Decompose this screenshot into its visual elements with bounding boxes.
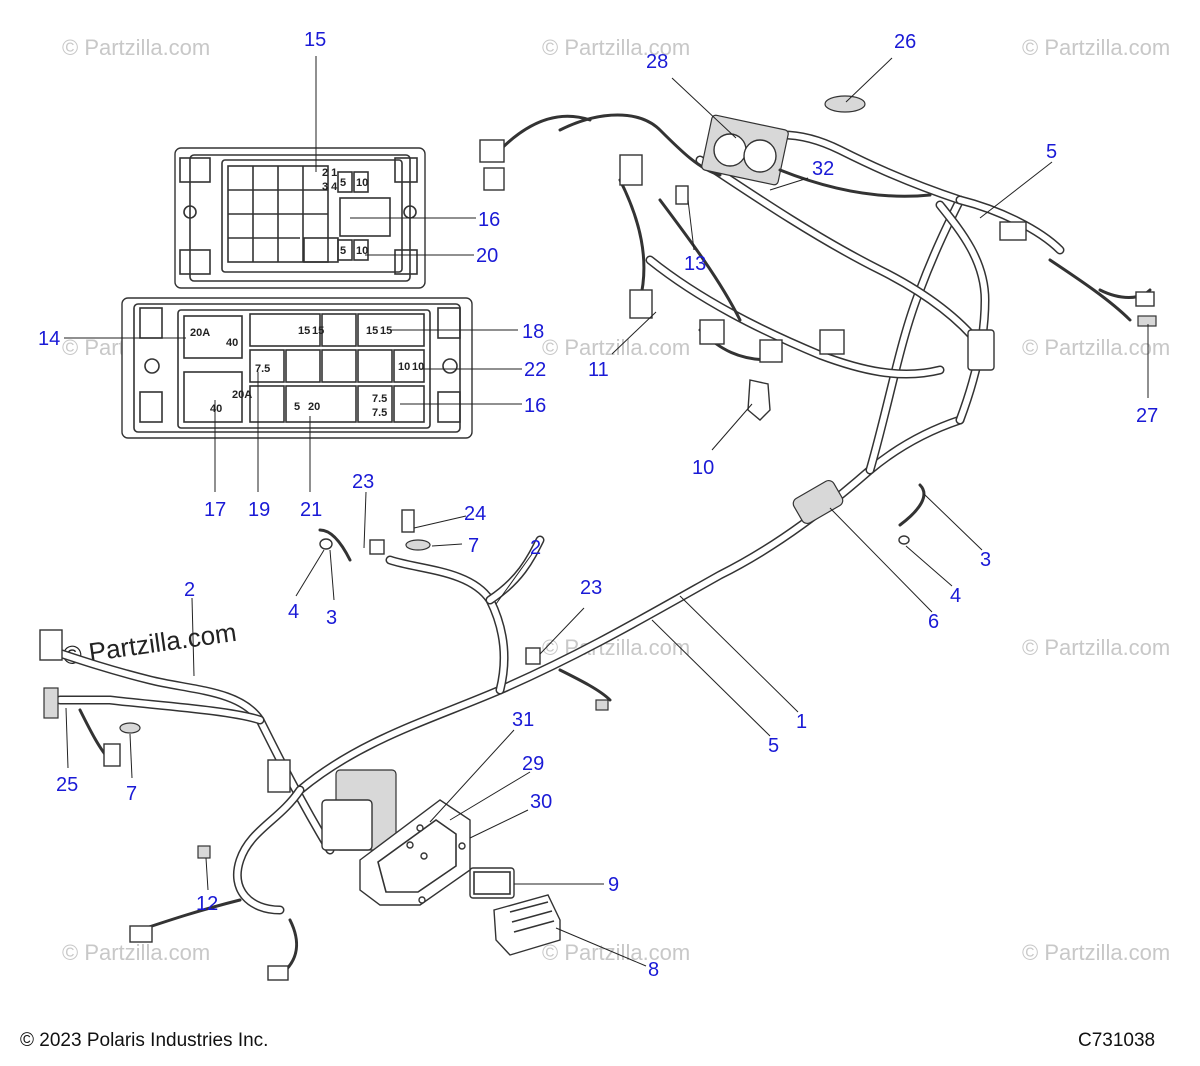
callout-28: 28 (646, 51, 668, 73)
fuse-label: 40 (210, 403, 222, 415)
diagram-code: C731038 (1078, 1030, 1156, 1051)
fuse-label: 2 1 (322, 167, 337, 179)
watermark: © Partzilla.com (62, 35, 210, 60)
relay-bracket-assembly (359, 799, 561, 956)
fuse-label: 15 (312, 325, 324, 337)
fuse-label: 7.5 (255, 363, 270, 375)
callout-9: 9 (608, 874, 619, 896)
fuse-label: 10 (398, 361, 410, 373)
callout-7: 7 (468, 535, 479, 557)
watermark: © Partzilla.com (1022, 940, 1170, 965)
callout-17: 17 (204, 499, 226, 521)
relay-grid (227, 165, 391, 263)
callout-3: 3 (326, 607, 337, 629)
watermark: © Partzilla.com (542, 335, 690, 360)
callout-labels: 15 16 20 14 18 22 16 17 19 21 28 26 32 5… (38, 29, 1158, 981)
fuse-label: 7.5 (372, 407, 387, 419)
callout-11: 11 (588, 359, 609, 381)
callout-19: 19 (248, 499, 270, 521)
fuse-label: 20A (232, 389, 252, 401)
fuse-label: 5 (294, 401, 300, 413)
callout-7: 7 (126, 783, 137, 805)
callout-4: 4 (950, 585, 961, 607)
front-harness (39, 483, 926, 981)
fuse-label: 10 (412, 361, 424, 373)
watermark: © Partzilla.com (542, 940, 690, 965)
callout-6: 6 (928, 611, 939, 633)
fuse-label: 3 4 (322, 181, 338, 193)
fuse-label: 5 (340, 245, 346, 257)
callout-12: 12 (196, 893, 218, 915)
callout-2: 2 (184, 579, 195, 601)
callout-8: 8 (648, 959, 659, 981)
fuse-box-bottom: 20A 40 20A 40 15 15 15 15 7.5 10 10 5 20… (121, 297, 473, 439)
callout-18: 18 (522, 321, 544, 343)
callout-13: 13 (684, 253, 706, 275)
callout-16: 16 (478, 209, 500, 231)
callout-23: 23 (580, 577, 602, 599)
copyright-footer: © 2023 Polaris Industries Inc. (20, 1030, 269, 1051)
callout-15: 15 (304, 29, 326, 51)
callout-24: 24 (464, 503, 486, 525)
callout-31: 31 (512, 709, 534, 731)
fuse-label: 15 (366, 325, 378, 337)
fuse-label: 15 (298, 325, 310, 337)
watermark: © Partzilla.com (1022, 335, 1170, 360)
callout-30: 30 (530, 791, 552, 813)
callout-1: 1 (796, 711, 807, 733)
watermark: © Partzilla.com (1022, 35, 1170, 60)
callout-16: 16 (524, 395, 546, 417)
fuse-label: 10 (356, 177, 368, 189)
leader-lines (64, 56, 1149, 967)
fuse-box-top: 2 1 3 4 5 10 5 10 (174, 147, 426, 289)
fuse-label: 5 (340, 177, 346, 189)
fuse-label: 7.5 (372, 393, 387, 405)
watermark: © Partzilla.com (62, 940, 210, 965)
callout-3: 3 (980, 549, 991, 571)
watermark: © Partzilla.com (542, 35, 690, 60)
fuse-label: 20A (190, 327, 210, 339)
fuse-label: 20 (308, 401, 320, 413)
main-harness (295, 95, 1157, 795)
callout-5: 5 (1046, 141, 1057, 163)
fuse-label: 10 (356, 245, 368, 257)
callout-27: 27 (1136, 405, 1158, 427)
callout-2: 2 (530, 537, 541, 559)
callout-10: 10 (692, 457, 714, 479)
watermark: © Partzilla.com (1022, 635, 1170, 660)
callout-29: 29 (522, 753, 544, 775)
fuse-label: 40 (226, 337, 238, 349)
callout-5: 5 (768, 735, 779, 757)
callout-21: 21 (300, 499, 322, 521)
callout-22: 22 (524, 359, 546, 381)
callout-26: 26 (894, 31, 916, 53)
callout-23: 23 (352, 471, 374, 493)
callout-25: 25 (56, 774, 78, 796)
callout-32: 32 (812, 158, 834, 180)
callout-20: 20 (476, 245, 498, 267)
callout-14: 14 (38, 328, 60, 350)
callout-4: 4 (288, 601, 299, 623)
fuse-label: 15 (380, 325, 392, 337)
